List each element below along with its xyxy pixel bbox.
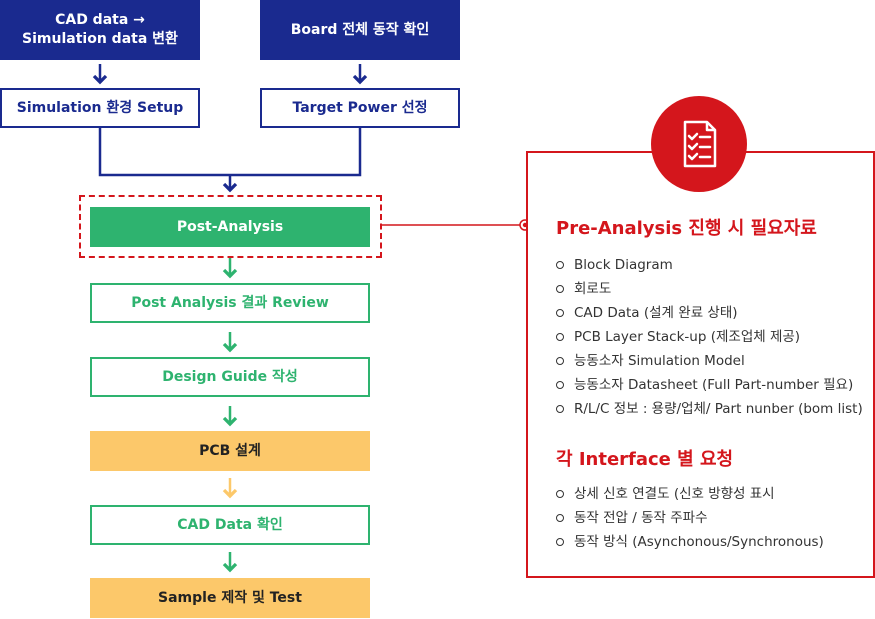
list-item: 동작 전압 / 동작 주파수 [556, 506, 824, 530]
cad-check-label: CAD Data 확인 [177, 516, 283, 533]
cad-check-box: CAD Data 확인 [90, 505, 370, 545]
post-analysis-highlight-frame [79, 195, 382, 258]
post-review-box: Post Analysis 결과 Review [90, 283, 370, 323]
list-item: 동작 방식 (Asynchonous/Synchronous) [556, 530, 824, 554]
sample-test-label: Sample 제작 및 Test [158, 589, 302, 606]
target-power-box: Target Power 선정 [260, 88, 460, 128]
list-item: 상세 신호 연결도 (신호 방향성 표시 [556, 482, 824, 506]
board-check-box: Board 전체 동작 확인 [260, 0, 460, 60]
cad-convert-box: CAD data → Simulation data 변환 [0, 0, 200, 60]
cad-convert-line1: CAD data → [55, 12, 145, 29]
sim-setup-label: Simulation 환경 Setup [16, 99, 184, 116]
sim-setup-box: Simulation 환경 Setup [0, 88, 200, 128]
design-guide-label: Design Guide 작성 [162, 368, 298, 385]
panel-title-pre-analysis: Pre-Analysis 진행 시 필요자료 [556, 218, 817, 239]
checklist-document-glyph [683, 120, 717, 168]
checklist-document-icon [651, 96, 747, 192]
design-guide-box: Design Guide 작성 [90, 357, 370, 397]
list-item: 능동소자 Datasheet (Full Part-number 필요) [556, 373, 863, 397]
list-item: 능동소자 Simulation Model [556, 349, 863, 373]
post-review-label: Post Analysis 결과 Review [131, 294, 329, 311]
interface-list: 상세 신호 연결도 (신호 방향성 표시 동작 전압 / 동작 주파수 동작 방… [556, 482, 824, 554]
pcb-design-box: PCB 설계 [90, 431, 370, 471]
sample-test-box: Sample 제작 및 Test [90, 578, 370, 618]
target-power-label: Target Power 선정 [292, 99, 428, 116]
merge-connector [98, 128, 362, 177]
list-item: Block Diagram [556, 253, 863, 277]
post-analysis-label: Post-Analysis [176, 218, 284, 235]
list-item: R/L/C 정보 : 용량/업체/ Part nunber (bom list) [556, 397, 863, 421]
requirements-panel: Pre-Analysis 진행 시 필요자료 Block Diagram 회로도… [526, 151, 875, 578]
panel-title-interface: 각 Interface 별 요청 [556, 449, 734, 470]
list-item: 회로도 [556, 277, 863, 301]
post-analysis-box: Post-Analysis [90, 207, 370, 247]
cad-convert-line2: Simulation data 변환 [22, 31, 178, 47]
board-check-label: Board 전체 동작 확인 [290, 21, 430, 38]
list-item: CAD Data (설계 완료 상태) [556, 301, 863, 325]
list-item: PCB Layer Stack-up (제조업체 제공) [556, 325, 863, 349]
pre-analysis-list: Block Diagram 회로도 CAD Data (설계 완료 상태) PC… [556, 253, 863, 421]
pcb-design-label: PCB 설계 [199, 442, 261, 459]
